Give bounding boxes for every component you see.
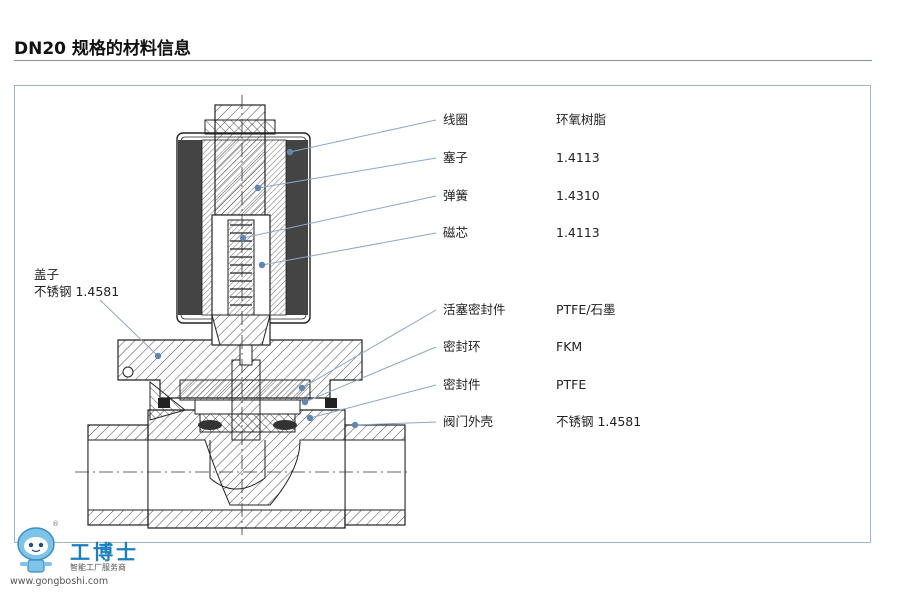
part-material-spring: 1.4310 (556, 188, 600, 203)
title-divider (14, 60, 872, 61)
part-material-seal: PTFE (556, 377, 587, 392)
part-name-valve-housing: 阀门外壳 (443, 414, 494, 429)
leader-dots (154, 148, 359, 429)
part-name-seal-ring: 密封环 (443, 339, 481, 354)
callout-cap: 盖子 不锈钢 1.4581 (34, 266, 119, 300)
watermark: ® 工博士 智能工厂服务商 www.gongboshi.com (10, 520, 140, 600)
part-name-plug: 塞子 (443, 150, 469, 165)
valve-housing (87, 409, 406, 529)
watermark-brand: 工博士 (70, 540, 139, 564)
page-title: DN20 规格的材料信息 (14, 39, 191, 59)
cap-name: 盖子 (34, 267, 60, 282)
diagram-frame (14, 85, 871, 543)
leader-lines (99, 119, 437, 426)
center-lines (75, 95, 410, 535)
part-material-core: 1.4113 (556, 225, 600, 240)
part-name-piston-seal: 活塞密封件 (443, 302, 506, 317)
part-material-valve-housing: 不锈钢 1.4581 (556, 414, 642, 429)
part-name-seal: 密封件 (443, 377, 481, 392)
part-material-coil: 环氧树脂 (556, 112, 607, 127)
part-material-piston-seal: PTFE/石墨 (556, 302, 616, 317)
registered-mark: ® (52, 520, 59, 528)
part-name-coil: 线圈 (443, 112, 469, 127)
armature-tube (204, 104, 276, 346)
part-material-seal-ring: FKM (556, 339, 583, 354)
cap-material: 不锈钢 1.4581 (34, 284, 120, 299)
part-name-spring: 弹簧 (443, 188, 469, 203)
seal-assembly (158, 344, 337, 441)
robot-mascot-icon (17, 527, 55, 573)
part-material-plug: 1.4113 (556, 150, 600, 165)
watermark-url: www.gongboshi.com (10, 576, 109, 587)
part-name-core: 磁芯 (443, 225, 469, 240)
watermark-tagline: 智能工厂服务商 (70, 563, 126, 572)
